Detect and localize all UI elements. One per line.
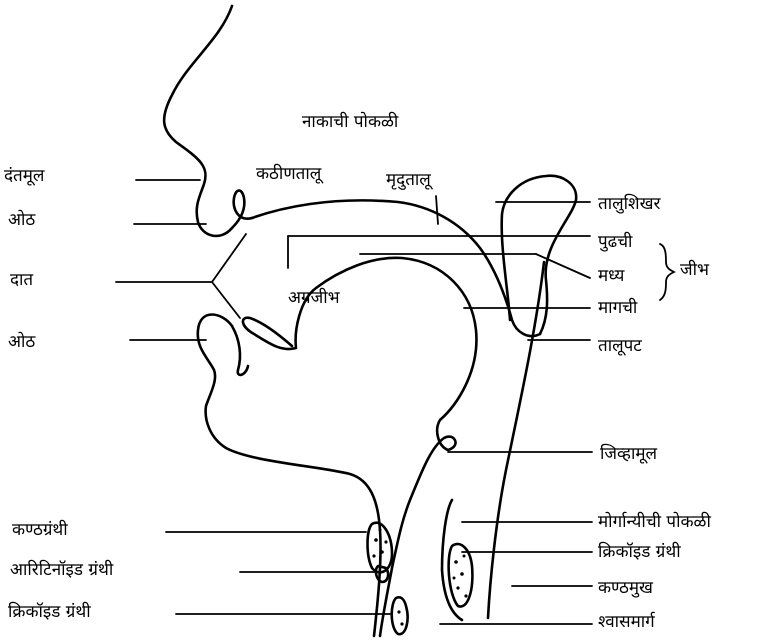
label-trachea: श्वासमार्ग (598, 614, 655, 631)
label-upper-lip: ओठ (8, 212, 35, 229)
label-uvula: तालूपट (598, 338, 642, 355)
label-tongue-back: मागची (598, 300, 637, 317)
cricoid-left-blob (392, 597, 408, 634)
tongue-surface (243, 258, 477, 636)
larynx-inner-wall (442, 500, 462, 620)
label-tongue-middle: मध्य (598, 268, 624, 285)
label-hard-palate: कठीणतालू (256, 166, 321, 183)
label-glottis: कण्ठमुख (598, 580, 653, 597)
palate-roof (252, 200, 540, 336)
label-arytenoid: आरिटिनॉइड ग्रंथी (10, 562, 113, 579)
pharynx-back-wall (488, 262, 544, 618)
label-tongue-front: पुढची (598, 234, 632, 251)
label-teeth: दात (10, 272, 33, 289)
pointer-soft-palate (436, 196, 438, 224)
label-cricoid-left: क्रिकॉइड ग्रंथी (8, 604, 91, 621)
label-velum-top: तालुशिखर (598, 196, 660, 213)
pointer-teeth-up (212, 234, 246, 282)
pointer-teeth-down (212, 282, 240, 318)
cricoid-right-blob (449, 544, 473, 606)
lower-lip-inner (232, 326, 248, 375)
label-lower-lip: ओठ (8, 334, 35, 351)
label-tongue-root: जिव्हामूल (600, 446, 657, 463)
arytenoid-blob (376, 566, 388, 582)
tongue-brace (660, 244, 674, 300)
label-tooth-ridge: दंतमूल (4, 168, 44, 185)
label-larynx-cavity: मोर्गान्यीची पोकळी (598, 514, 711, 531)
label-tongue-tip: अग्रजीभ (288, 290, 340, 307)
label-soft-palate: मृदुतालू (386, 172, 431, 189)
upper-lip (232, 191, 252, 229)
label-thyroid: कण्ठग्रंथी (12, 522, 68, 539)
label-cricoid-right: क्रिकॉइड ग्रंथी (598, 544, 681, 561)
label-tongue-group: जीभ (680, 262, 709, 279)
label-nasal-cavity: नाकाची पोकळी (302, 114, 398, 131)
face-profile (164, 6, 232, 236)
lower-lip-chin (198, 315, 381, 637)
